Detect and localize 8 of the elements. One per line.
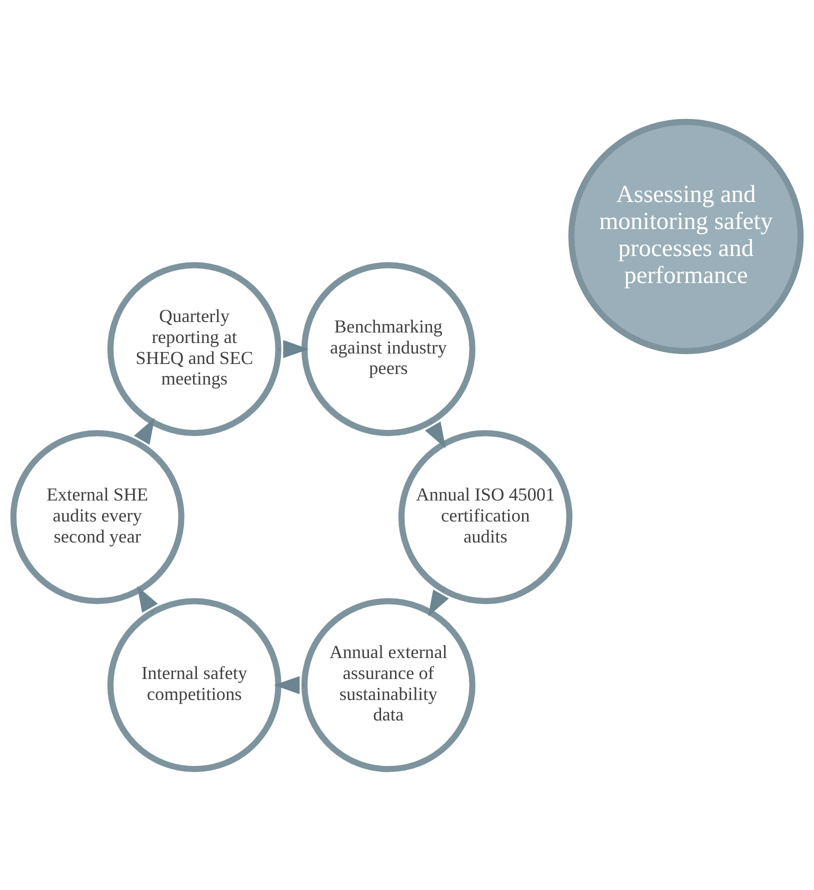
node-circle: Assessing and monitoring safety processes and performance <box>568 118 804 354</box>
node-circle: Annual external assurance of sustainability data <box>301 598 476 772</box>
arrow <box>274 676 304 694</box>
node-circle: Internal safety competitions <box>107 598 282 772</box>
node-circle: Benchmarking against industry peers <box>301 262 476 436</box>
node-circle: External SHE audits every second year <box>10 430 184 604</box>
node-circle: Quarterly reporting at SHEQ and SEC meetings <box>107 262 282 436</box>
node-circle: Annual ISO 45001 certification audits <box>398 430 572 604</box>
